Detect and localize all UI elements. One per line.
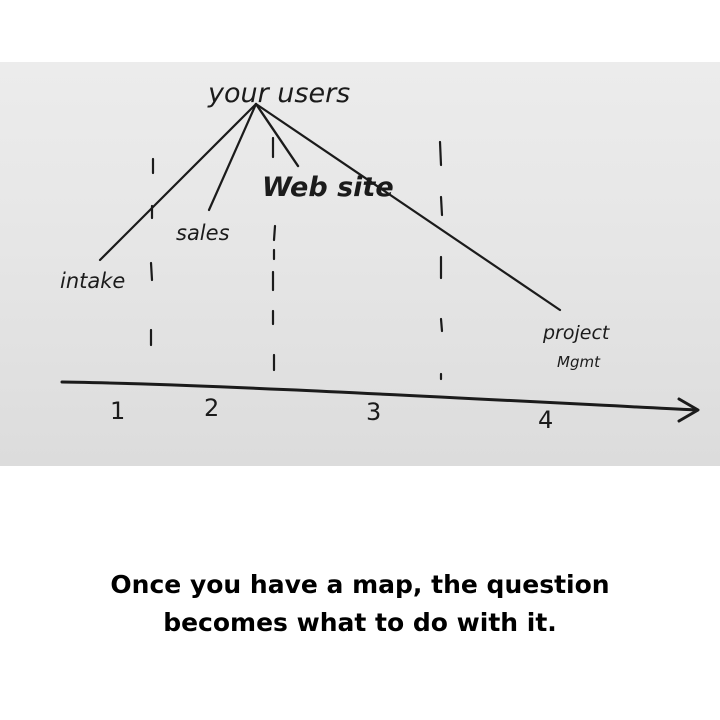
stage-number-4: 4 [538,406,553,434]
stage-separator-3 [438,140,444,381]
branch-label-sales: sales [176,221,230,245]
timeline-axis [60,380,700,423]
stage-number-2: 2 [204,394,219,422]
caption-line-2: becomes what to do with it. [163,608,557,637]
whiteboard-photo: your users Web site sales intake project… [0,62,720,466]
branch-label-project-mgmt-line2: Mgmt [557,353,601,371]
whiteboard-drawing: your users Web site sales intake project… [60,78,700,434]
branch-line-intake [98,102,258,262]
stage-separator-1 [149,157,155,347]
branch-line-sales [207,102,258,212]
stage-separator-2 [271,136,277,372]
caption-line-1: Once you have a map, the question [110,570,610,599]
branch-label-web-site: Web site [262,172,394,203]
tree-lines [98,102,562,312]
branch-label-intake: intake [60,269,125,293]
branch-line-project-mgmt [254,102,562,312]
branch-line-web-site [254,102,300,168]
stage-number-3: 3 [366,398,381,426]
stage-number-1: 1 [110,397,125,425]
stage-separators [149,136,444,381]
caption: Once you have a map, the question become… [0,566,720,642]
root-label: your users [207,78,350,109]
branch-label-project-mgmt-line1: project [542,322,611,344]
